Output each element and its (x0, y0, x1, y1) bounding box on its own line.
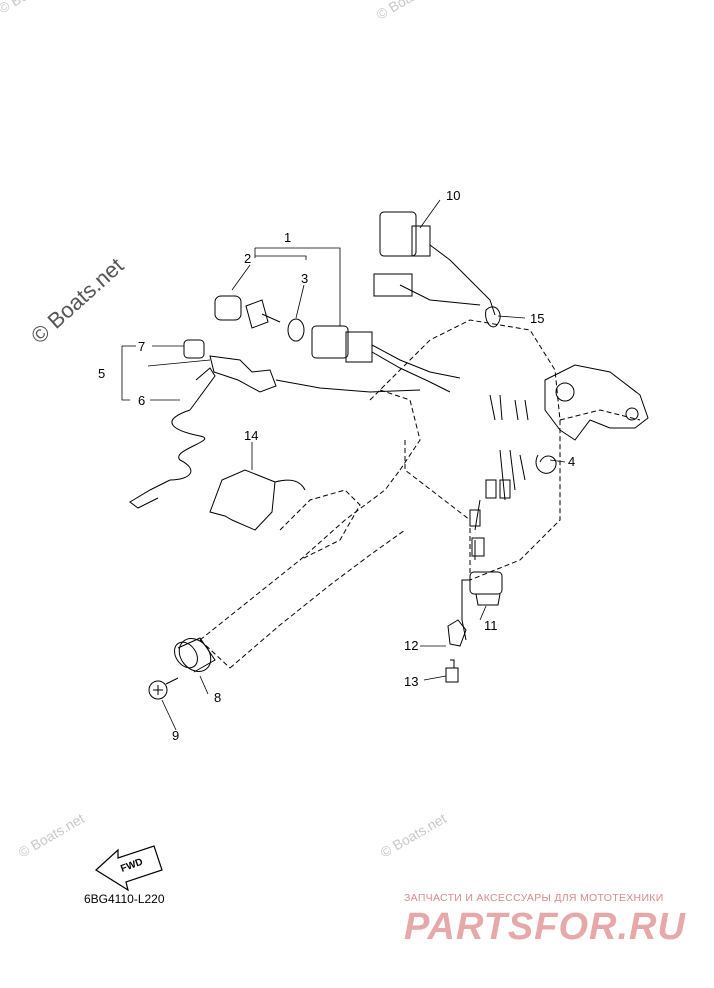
main-switch-part-1 (311, 325, 461, 393)
lanyard-part-6 (129, 367, 216, 509)
clamp-part-15 (485, 306, 501, 328)
callout-15: 15 (530, 311, 544, 326)
callout-10: 10 (446, 188, 460, 203)
callout-7: 7 (138, 339, 145, 354)
diagram-code: 6BG4110-L220 (84, 892, 165, 906)
bolt-part-13 (445, 659, 459, 683)
watermark-top-left: © Boats.net (0, 0, 67, 17)
callout-2: 2 (244, 251, 251, 266)
callout-13: 13 (404, 674, 418, 689)
component-part-11 (461, 571, 503, 641)
callout-8: 8 (214, 690, 221, 705)
tiller-handle (199, 319, 641, 669)
fwd-label: FWD (119, 857, 144, 875)
washer-part-3 (287, 318, 305, 342)
watermark-top-right: © Boats.net (374, 0, 446, 23)
bracket-part-12 (447, 619, 467, 647)
callout-12: 12 (404, 638, 418, 653)
collar-part-8 (174, 637, 216, 673)
connector-cluster (469, 394, 529, 560)
callout-11: 11 (484, 618, 498, 633)
shop-logo: PARTSFOR.RU (404, 906, 686, 948)
callout-5: 5 (98, 366, 105, 381)
connector-part-10 (373, 211, 496, 316)
callout-4: 4 (568, 454, 575, 469)
cover-part-14 (209, 469, 276, 531)
shop-tagline: ЗАПЧАСТИ И АКСЕССУАРЫ ДЛЯ МОТОТЕХНИКИ (404, 892, 664, 904)
callout-6: 6 (138, 393, 145, 408)
clip-part-4 (535, 454, 557, 474)
callout-14: 14 (244, 428, 258, 443)
key (245, 299, 281, 329)
callout-1: 1 (284, 230, 291, 245)
tiller-bracket (544, 364, 649, 441)
callout-9: 9 (172, 728, 179, 743)
callout-3: 3 (301, 271, 308, 286)
cap-part-7 (183, 339, 205, 359)
stop-switch-part-5 (209, 355, 421, 393)
screw-part-9 (148, 677, 179, 700)
cap-part-2 (214, 295, 242, 321)
watermark-bottom-left: © Boats.net (16, 810, 88, 861)
fwd-arrow-icon (95, 845, 163, 892)
watermark-bottom-right: © Boats.net (378, 810, 450, 861)
